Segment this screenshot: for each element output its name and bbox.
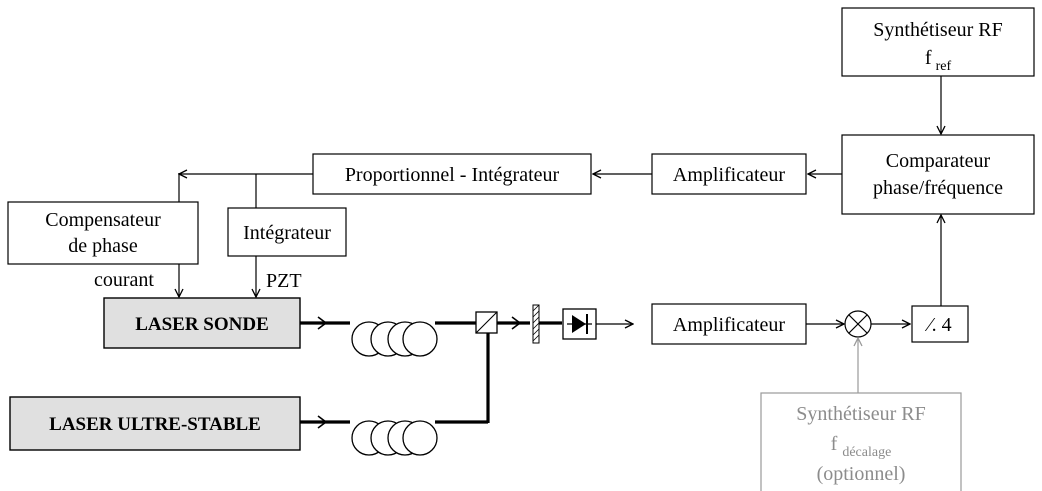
fiber-probe-arrow (317, 316, 328, 330)
comparator-label-1: Comparateur (886, 150, 991, 172)
fiber-filter-arrow (511, 316, 522, 330)
amplifier-top-block: Amplificateur (651, 153, 807, 195)
phase-compensator-label-2: de phase (68, 235, 138, 257)
stable-laser-block: LASER ULTRE-STABLE (9, 396, 301, 451)
synth-ref-label: Synthétiseur RF (873, 19, 1002, 41)
integrator-label: Intégrateur (243, 222, 331, 244)
amplifier-top-label: Amplificateur (673, 164, 786, 186)
amplifier-bottom-label: Amplificateur (673, 314, 786, 336)
comparator-label-2: phase/fréquence (873, 177, 1003, 199)
fiber-coil-probe (351, 321, 438, 357)
probe-laser-label: LASER SONDE (135, 314, 269, 335)
fiber-coil-stable (351, 420, 438, 456)
phase-compensator-block: Compensateur de phase (7, 201, 199, 265)
mixer-icon (844, 310, 872, 338)
divider-block: ⁄. 4 (911, 305, 969, 343)
integrator-block: Intégrateur (227, 207, 347, 257)
pi-controller-block: Proportionnel - Intégrateur (312, 153, 592, 195)
probe-laser-block: LASER SONDE (103, 297, 301, 349)
fiber-stable-arrow (317, 415, 328, 429)
synth-offset-label: Synthétiseur RF (796, 403, 925, 425)
pzt-label: PZT (266, 270, 302, 292)
amplifier-bottom-block: Amplificateur (651, 303, 807, 345)
current-label: courant (94, 269, 154, 291)
pi-controller-label: Proportionnel - Intégrateur (345, 164, 560, 186)
divider-label: ⁄. 4 (924, 314, 951, 336)
filter-icon (532, 304, 540, 344)
phase-compensator-label-1: Compensateur (45, 209, 161, 231)
photodiode-icon (562, 308, 597, 340)
synth-offset-optional: (optionnel) (817, 463, 906, 485)
coupler-icon (475, 311, 498, 334)
stable-laser-label: LASER ULTRE-STABLE (49, 414, 261, 435)
comparator-block: Comparateur phase/fréquence (841, 134, 1035, 215)
